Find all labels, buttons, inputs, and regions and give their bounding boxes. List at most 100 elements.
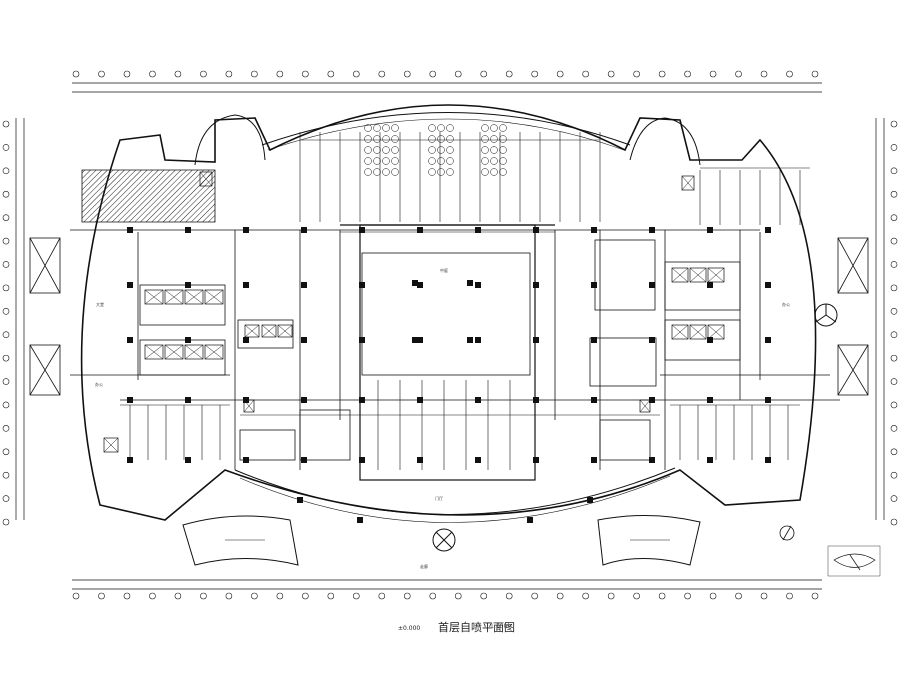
elevator-box [689, 267, 707, 283]
lattice-cell [428, 168, 436, 176]
elevator-box [689, 324, 707, 340]
lattice-cell [428, 157, 436, 165]
column [707, 337, 713, 343]
grid-bubble [811, 592, 819, 600]
grid-bubble [98, 70, 105, 78]
grid-bubble [174, 592, 182, 600]
grid-bubble [72, 70, 80, 78]
column [475, 227, 481, 233]
column [185, 227, 191, 233]
elevator-box [707, 324, 725, 340]
elevator-box [204, 344, 224, 360]
grid-bubble [890, 448, 898, 456]
hatched-zone [81, 169, 216, 223]
lattice-cell [490, 146, 498, 154]
elevator-cross [184, 289, 204, 305]
lattice-cell [373, 146, 381, 154]
lattice-cell [364, 146, 372, 154]
grid-bubble [2, 354, 10, 362]
lattice-cell [446, 135, 454, 143]
column [127, 337, 133, 343]
elevator-cross [707, 324, 725, 340]
grid-bubble [890, 331, 898, 339]
column [591, 337, 597, 343]
column [301, 227, 307, 233]
elevator-cross [204, 344, 224, 360]
grid-bubble [2, 378, 10, 385]
grid-bubble [2, 214, 10, 221]
elevator-box [204, 289, 224, 305]
grid-bubble [735, 592, 742, 600]
lattice-cell [428, 135, 436, 143]
grid-bubble [454, 592, 462, 600]
grid-bubble [149, 70, 156, 78]
column [475, 397, 481, 403]
grid-bubble [174, 70, 182, 78]
lattice-cell [446, 146, 454, 154]
grid-bubble [2, 284, 10, 292]
column [707, 457, 713, 463]
lattice-cell [364, 124, 372, 132]
column [467, 337, 473, 343]
grid-bubble [760, 70, 768, 78]
grid-bubble [480, 592, 488, 600]
lattice-cell [391, 124, 399, 132]
grid-bubble [760, 592, 768, 600]
elevator-cross [681, 175, 695, 191]
lattice-cell [437, 135, 445, 143]
grid-bubble [890, 120, 898, 128]
column [301, 337, 307, 343]
elevator-box [671, 324, 689, 340]
grid-bubble [251, 70, 258, 78]
grid-bubble [72, 592, 80, 600]
column [707, 282, 713, 288]
grid-bubble [2, 495, 10, 502]
grid-bubble [2, 261, 10, 268]
grid-bubble [890, 261, 898, 268]
elevator-box [164, 344, 184, 360]
lattice-cell [382, 146, 390, 154]
lattice-cell [373, 124, 381, 132]
lattice-cell [382, 157, 390, 165]
column [185, 457, 191, 463]
elevator-box [244, 324, 260, 338]
grid-bubble [811, 70, 819, 78]
column [533, 457, 539, 463]
grid-bubble [786, 70, 793, 78]
building-outline [80, 104, 817, 523]
grid-bubble [2, 425, 10, 432]
elevator-cross [243, 399, 255, 413]
grid-bubble [200, 592, 207, 600]
grid-bubble [378, 592, 386, 600]
grid-bubbles-top [72, 70, 819, 78]
grid-bubble [890, 307, 898, 315]
column [417, 337, 423, 343]
lattice-cell [499, 146, 507, 154]
column [297, 497, 303, 503]
column [185, 337, 191, 343]
room-label-lobby: 大堂 [96, 301, 104, 307]
grid-bubble [890, 471, 898, 479]
lattice-cell [490, 135, 498, 143]
column [359, 227, 365, 233]
grid-bubble [890, 378, 898, 385]
column [243, 282, 249, 288]
lattice-cell [428, 146, 436, 154]
column [412, 337, 418, 343]
grid-bubble [890, 284, 898, 292]
column [417, 397, 423, 403]
grid-bubble [403, 70, 411, 78]
grid-bubble [735, 70, 742, 78]
lattice-cell [490, 157, 498, 165]
column [185, 282, 191, 288]
column [475, 457, 481, 463]
elevator-cross [164, 344, 184, 360]
grid-bubble [890, 354, 898, 362]
grid-bubble [200, 70, 207, 78]
column [467, 280, 473, 286]
key-plan-thumbnail [827, 545, 881, 577]
grid-bubble [2, 401, 10, 409]
column [587, 497, 593, 503]
central-atrium [340, 224, 555, 481]
